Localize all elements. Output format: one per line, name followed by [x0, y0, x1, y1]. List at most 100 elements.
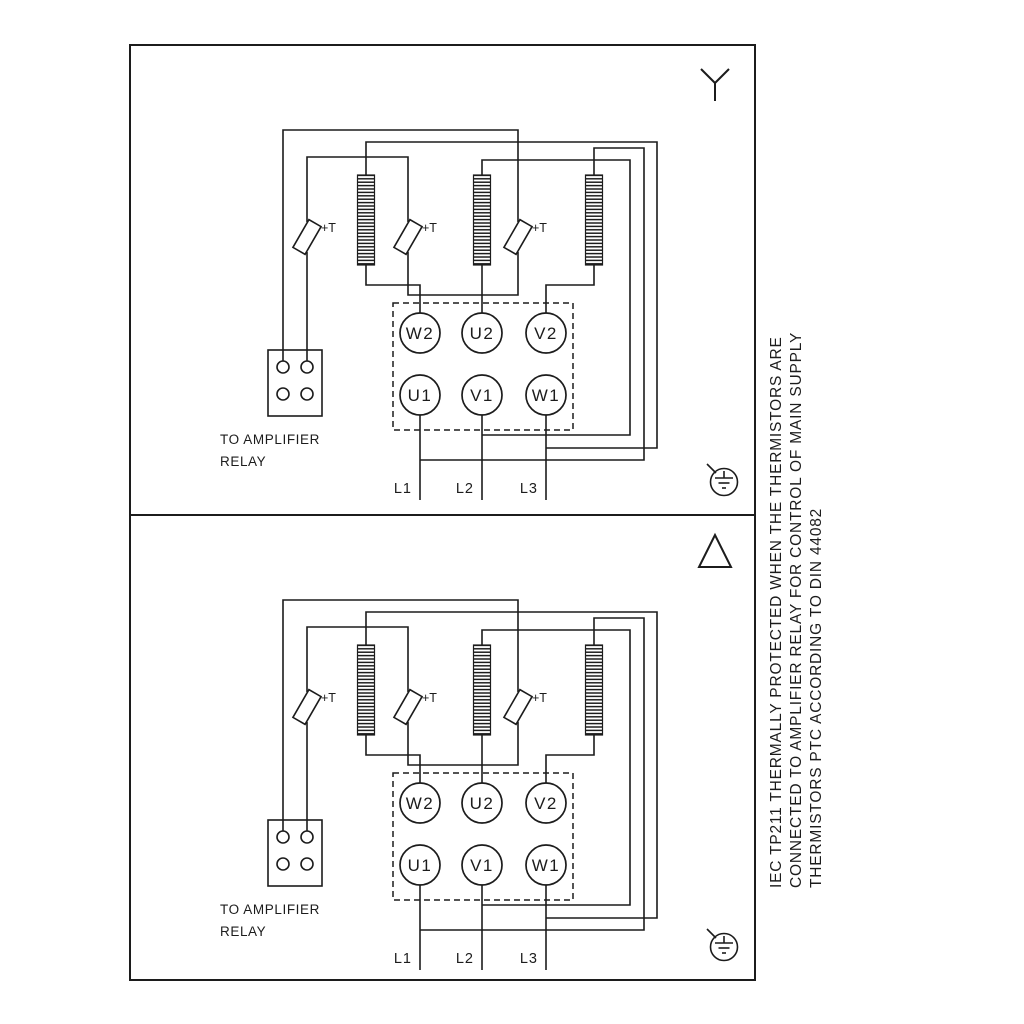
terminal-label-v2: V2: [534, 324, 558, 343]
wire: [407, 252, 519, 296]
thermistor-symbol: [291, 218, 323, 256]
terminal-w1: [525, 844, 567, 886]
supply-label-l1: L1: [394, 481, 412, 497]
motor-winding-coil: [472, 644, 492, 736]
terminal-w1: [525, 374, 567, 416]
delta-symbol: [697, 532, 733, 568]
panel-delta: +T +T +T TO AMPLIFIER RELAY W2 U2 V2: [129, 514, 756, 981]
motor-winding-coil: [584, 174, 604, 266]
thermistor-label: +T: [422, 221, 437, 235]
thermistor-symbol: [502, 688, 534, 726]
side-note: IEC TP211 THERMALLY PROTECTED WHEN THE T…: [768, 332, 825, 888]
relay-terminal: [300, 387, 314, 401]
wire: [407, 722, 519, 766]
relay-label-line1: TO AMPLIFIER: [220, 432, 320, 447]
wire: [282, 129, 519, 361]
amplifier-relay-box: TO AMPLIFIER RELAY: [220, 349, 323, 469]
thermistor-label: +T: [532, 691, 547, 705]
terminal-label-u2: U2: [470, 794, 495, 813]
terminal-label-v1: V1: [470, 386, 494, 405]
wire: [420, 617, 645, 931]
supply-label-l3: L3: [520, 481, 538, 497]
wire: [365, 141, 658, 449]
wiring: [282, 599, 658, 970]
supply-label-l3: L3: [520, 951, 538, 967]
motor-winding-coil: [356, 644, 376, 736]
relay-terminal: [300, 830, 314, 844]
side-note-line: IEC TP211 THERMALLY PROTECTED WHEN THE T…: [768, 336, 785, 888]
thermistor-label: +T: [422, 691, 437, 705]
motor-winding-coil: [356, 174, 376, 266]
terminal-v2: [525, 782, 567, 824]
thermistor-label: +T: [532, 221, 547, 235]
relay-label-line2: RELAY: [220, 924, 266, 939]
relay-terminal: [276, 387, 290, 401]
relay-terminal: [300, 857, 314, 871]
relay-terminal: [276, 830, 290, 844]
terminal-w2: [399, 782, 441, 824]
relay-terminal: [276, 360, 290, 374]
supply-labels: L1 L2 L3: [394, 951, 538, 967]
terminal-u1: [399, 374, 441, 416]
supply-labels: L1 L2 L3: [394, 481, 538, 497]
supply-label-l2: L2: [456, 481, 474, 497]
thermistor-symbol: [392, 218, 424, 256]
wire: [306, 626, 409, 692]
panel-border: [129, 514, 756, 981]
ground-symbol: [706, 928, 739, 962]
thermistor-symbol: [392, 688, 424, 726]
relay-terminal-box: [267, 819, 323, 887]
ground-symbol: [706, 463, 739, 497]
terminal-label-u1: U1: [408, 386, 433, 405]
terminal-v1: [461, 844, 503, 886]
terminal-w2: [399, 312, 441, 354]
relay-label-line2: RELAY: [220, 454, 266, 469]
relay-terminal: [300, 360, 314, 374]
terminal-u2: [461, 782, 503, 824]
relay-terminal: [276, 857, 290, 871]
thermistor-symbol: [291, 688, 323, 726]
thermistor-label: +T: [321, 691, 336, 705]
terminal-board-outline: [392, 772, 574, 901]
thermistors: +T +T +T: [291, 688, 547, 726]
terminal-board-outline: [392, 302, 574, 431]
thermistor-label: +T: [321, 221, 336, 235]
wire: [481, 159, 631, 436]
terminal-label-w1: W1: [532, 856, 561, 875]
relay-label-line1: TO AMPLIFIER: [220, 902, 320, 917]
wire: [545, 265, 595, 313]
amplifier-relay-box: TO AMPLIFIER RELAY: [220, 819, 323, 939]
terminal-board: W2 U2 V2 U1 V1 W1: [392, 772, 574, 901]
terminal-v2: [525, 312, 567, 354]
wiring: [282, 129, 658, 500]
terminal-u1: [399, 844, 441, 886]
motor-windings: [356, 644, 604, 736]
wire: [481, 629, 631, 906]
terminal-label-w1: W1: [532, 386, 561, 405]
side-note-line: THERMISTORS PTC ACCORDING TO DIN 44082: [808, 508, 825, 888]
terminal-v1: [461, 374, 503, 416]
wire: [545, 735, 595, 783]
wire: [306, 156, 409, 222]
terminal-label-v2: V2: [534, 794, 558, 813]
terminal-label-u2: U2: [470, 324, 495, 343]
wire: [365, 611, 658, 919]
relay-terminal-box: [267, 349, 323, 417]
side-note-line: CONNECTED TO AMPLIFIER RELAY FOR CONTROL…: [788, 332, 805, 888]
terminal-u2: [461, 312, 503, 354]
terminal-label-w2: W2: [406, 324, 435, 343]
wire: [365, 265, 421, 313]
motor-windings: [356, 174, 604, 266]
motor-winding-coil: [584, 644, 604, 736]
terminal-label-v1: V1: [470, 856, 494, 875]
motor-winding-coil: [472, 174, 492, 266]
supply-label-l2: L2: [456, 951, 474, 967]
wire: [282, 599, 519, 831]
thermistors: +T +T +T: [291, 218, 547, 256]
terminal-label-u1: U1: [408, 856, 433, 875]
terminal-board: W2 U2 V2 U1 V1 W1: [392, 302, 574, 431]
panel-star: +T +T +T TO AMPLIFIER RELAY W2 U2 V2: [129, 44, 756, 516]
wire: [420, 147, 645, 461]
